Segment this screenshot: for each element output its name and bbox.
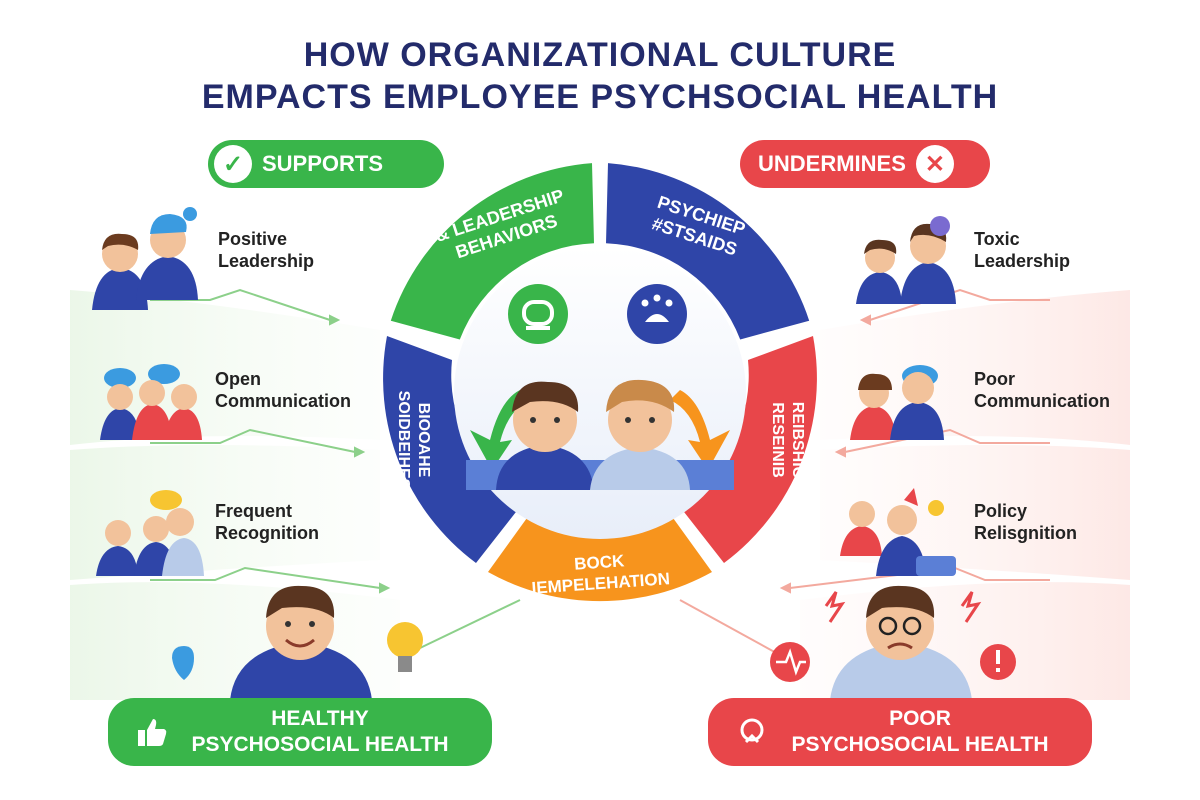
arrow-head-1 [329, 314, 341, 326]
right-item-2-line2: Relisgnition [974, 523, 1077, 543]
person-1-body [496, 445, 594, 490]
lightning-icon-right [960, 591, 982, 623]
paw-icon [645, 314, 669, 322]
right-connector-2 [844, 428, 1050, 453]
poor-avatar [770, 585, 1016, 700]
left-item-leadership: Positive Leadership [218, 228, 314, 272]
thumbs-up-icon [138, 719, 167, 746]
right-band-1 [820, 290, 1130, 445]
undermines-badge: UNDERMINES ✕ [740, 140, 990, 188]
lightning-icon-left [824, 591, 846, 623]
page-title-line1: HOW ORGANIZATIONAL CULTURE [303, 36, 897, 74]
left-item-0-line2: Leadership [218, 251, 315, 271]
left-item-2-line2: Recognition [215, 523, 319, 543]
person-2-face [608, 388, 672, 452]
close-icon: ✕ [915, 145, 954, 183]
ring-center [454, 247, 746, 539]
left-item-1-line1: Open [215, 369, 262, 389]
green-circle-icon [508, 284, 568, 344]
ring-segment-leadership [390, 163, 594, 340]
lightbulb-icon [387, 622, 423, 658]
right-bands [800, 290, 1130, 700]
ring-left-line1: BIOOAHE [415, 402, 432, 478]
page-title-line2: EMPACTS EMPLOYEE PSYCHSOCIAL HEALTH [201, 78, 999, 116]
brain-stress-icon [740, 718, 764, 744]
center-people [466, 379, 734, 490]
supports-label: SUPPORTS [262, 151, 384, 176]
left-avatar-3 [96, 490, 204, 576]
healthy-line1: HEALTHY [271, 707, 369, 730]
person-1-face [513, 388, 577, 452]
heartbeat-icon [770, 642, 810, 682]
left-avatar-1 [92, 207, 198, 310]
left-connector-2 [150, 428, 356, 453]
right-item-2-line1: Policy [974, 501, 1028, 521]
ring-segment-right [677, 336, 817, 563]
right-item-communication: Poor Communication [974, 368, 1110, 412]
center-icons [508, 284, 687, 344]
left-item-communication: Open Communication [215, 368, 351, 412]
heart-icon [172, 646, 194, 680]
left-item-2-line1: Frequent [215, 501, 293, 521]
right-item-policy: Policy Relisgnition [974, 500, 1077, 544]
arrow-head-5 [834, 446, 846, 458]
ring-segment-psych [606, 163, 810, 340]
ring-label-left: BIOOAHE SOIDBEIHES [393, 365, 433, 515]
ring-right-line2: RESEINIB [769, 402, 786, 478]
right-connectors [679, 288, 1050, 656]
supports-badge: ✓ SUPPORTS [208, 140, 444, 188]
poor-line2: PSYCHOSOCIAL HEALTH [791, 733, 1049, 756]
undermines-label: UNDERMINES [758, 151, 906, 176]
left-bands [70, 290, 400, 700]
right-item-1-line1: Poor [974, 369, 1016, 389]
person-1-hair [512, 381, 579, 412]
healthy-avatar [172, 585, 423, 700]
healthy-line2: PSYCHOSOCIAL HEALTH [191, 733, 449, 756]
right-item-leadership: Toxic Leadership [974, 228, 1070, 272]
person-2-hair [606, 379, 675, 412]
ring-left-line2: SOIDBEIHES [395, 390, 412, 490]
right-connector-4 [679, 599, 781, 656]
healthy-outcome-badge: HEALTHY PSYCHOSOCIAL HEALTH [108, 698, 492, 766]
arrow-head-3 [379, 582, 391, 594]
right-avatar-2 [850, 365, 944, 440]
right-item-1-line2: Communication [974, 391, 1111, 411]
left-connector-3 [150, 566, 381, 589]
right-connector-1 [869, 288, 1050, 321]
right-connector-3 [789, 566, 1050, 589]
left-avatar-2 [100, 364, 202, 440]
arrow-head-6 [779, 582, 791, 594]
person-2-body [590, 447, 690, 490]
arrow-head-4 [859, 314, 871, 326]
left-item-1-line2: Communication [215, 391, 352, 411]
ring-right-line1: REIBSHIC [789, 401, 806, 479]
left-connector-4 [419, 599, 521, 649]
left-item-recognition: Frequent Recognition [215, 500, 319, 544]
left-item-0-line1: Positive [218, 229, 288, 249]
ring-segment-left [383, 336, 523, 563]
right-avatar-3 [840, 488, 956, 576]
poor-outcome-badge: POOR PSYCHOSOCIAL HEALTH [708, 698, 1092, 766]
right-avatar-1 [856, 216, 956, 304]
poor-line1: POOR [889, 707, 951, 730]
right-item-0-line1: Toxic [974, 229, 1020, 249]
check-icon: ✓ [214, 145, 252, 183]
ring-segment-bottom [488, 511, 712, 602]
arrow-head-2 [354, 446, 366, 458]
ring-label-right: REIBSHIC RESEINIB [767, 365, 807, 515]
webcam-icon [522, 300, 554, 326]
right-item-0-line2: Leadership [974, 251, 1071, 271]
orange-arrow-icon [670, 390, 730, 470]
